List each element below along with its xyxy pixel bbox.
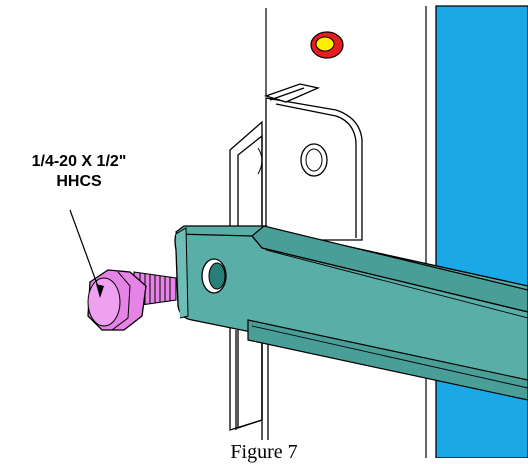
slot-hole [257,143,328,177]
figure-caption: Figure 7 [230,441,298,463]
callout-size-label: 1/4-20 X 1/2" [31,153,127,170]
plug-grommet [310,31,344,59]
callout-type-label: HHCS [56,173,102,190]
hex-bolt [87,269,177,331]
support-bar [174,225,528,401]
bolt-callout: 1/4-20 X 1/2" HHCS [4,152,154,192]
bar-hole [201,258,227,294]
callout-leader [69,209,104,298]
